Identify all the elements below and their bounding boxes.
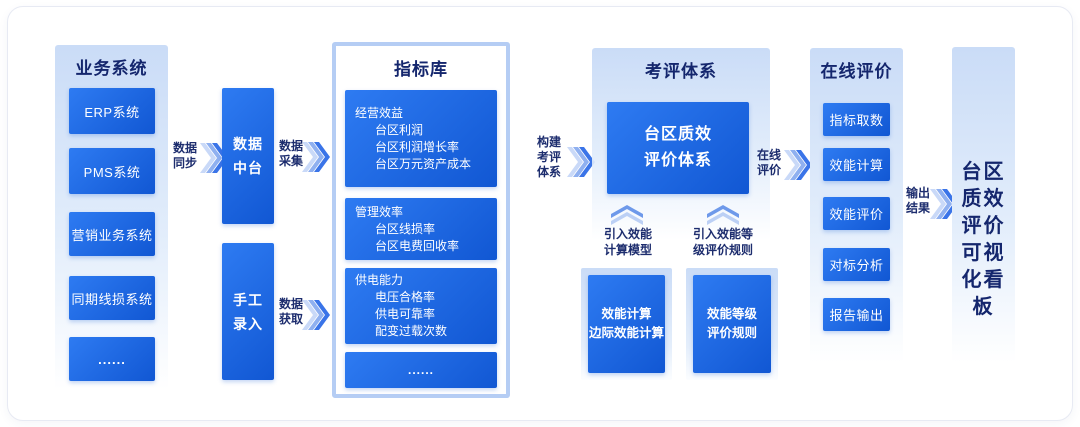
assessment-main-box: 台区质效 评价体系 xyxy=(607,102,749,194)
dashboard-title: 台区 质效 评价 可视 化看 板 xyxy=(961,161,1006,318)
online-item-report-output: 报告输出 xyxy=(823,298,890,331)
arrow-label-data-acquire: 数据 获取 xyxy=(278,297,303,326)
chevron-right-icon xyxy=(302,142,330,172)
arrow-label-build-assessment: 构建 考评 体系 xyxy=(536,135,561,179)
indicator-item: 台区万元资产成本 xyxy=(375,156,472,171)
online-item-efficiency-eval: 效能评价 xyxy=(823,197,890,230)
arrow-label-output-result: 输出 结果 xyxy=(905,186,930,215)
indicator-group-benefit: 经营效益 台区利润 台区利润增长率 台区万元资产成本 xyxy=(345,90,497,187)
online-evaluation-title: 在线评价 xyxy=(820,62,893,81)
business-item-line-loss: 同期线损系统 xyxy=(69,276,155,320)
indicator-group-title: 经营效益 xyxy=(355,105,404,120)
indicator-item: 台区利润 xyxy=(375,122,424,137)
ellipsis-label: ...... xyxy=(407,362,434,377)
business-item-erp: ERP系统 xyxy=(69,88,155,134)
indicator-item: 配变过载次数 xyxy=(375,324,448,338)
data-platform-box: 数据 中台 xyxy=(222,88,274,224)
panel-online-evaluation: 在线评价 指标取数 效能计算 效能评价 对标分析 报告输出 xyxy=(810,48,903,363)
arrow-label-data-sync: 数据 同步 xyxy=(172,141,197,170)
chevron-right-icon xyxy=(567,147,595,177)
online-item-indicator-fetch: 指标取数 xyxy=(823,103,890,136)
indicator-group-title: 供电能力 xyxy=(355,273,404,287)
indicator-group-title: 管理效率 xyxy=(355,204,404,219)
chevron-up-icon xyxy=(611,205,643,225)
indicator-item: 台区电费回收率 xyxy=(375,238,460,253)
arrow-label-online-evaluate: 在线 评价 xyxy=(756,148,781,177)
panel-dashboard: 台区 质效 评价 可视 化看 板 xyxy=(952,47,1015,363)
grade-rules-halo: 效能等级 评价规则 xyxy=(686,268,778,380)
indicator-library-title: 指标库 xyxy=(394,60,448,79)
panel-indicator-library: 指标库 经营效益 台区利润 台区利润增长率 台区万元资产成本 管理效率 台区线损… xyxy=(332,42,510,398)
indicator-item: 供电可靠率 xyxy=(375,307,436,321)
indicator-item: 台区利润增长率 xyxy=(375,139,460,154)
business-item-more: ...... xyxy=(69,337,155,381)
indicator-item: 电压合格率 xyxy=(375,290,436,304)
assessment-system-title: 考评体系 xyxy=(645,62,717,81)
business-systems-title: 业务系统 xyxy=(75,59,148,78)
indicator-item: 台区线损率 xyxy=(375,221,436,236)
note-grade-rules: 引入效能等 级评价规则 xyxy=(692,227,753,257)
chevron-right-icon xyxy=(784,150,812,180)
indicator-group-more: ...... xyxy=(345,352,497,388)
online-item-benchmark: 对标分析 xyxy=(823,248,890,281)
chevron-up-icon xyxy=(707,205,739,225)
indicator-group-supply: 供电能力 电压合格率 供电可靠率 配变过载次数 xyxy=(345,268,497,344)
efficiency-calc-box: 效能计算 边际效能计算 xyxy=(588,275,665,373)
chevron-right-icon xyxy=(302,300,330,330)
note-efficiency-model: 引入效能 计算模型 xyxy=(603,227,652,257)
manual-entry-box: 手工 录入 xyxy=(222,243,274,380)
arrow-label-data-collect: 数据 采集 xyxy=(278,139,303,168)
grade-rules-box: 效能等级 评价规则 xyxy=(693,275,771,373)
efficiency-calc-halo: 效能计算 边际效能计算 xyxy=(581,268,672,380)
business-item-pms: PMS系统 xyxy=(69,148,155,194)
indicator-group-efficiency: 管理效率 台区线损率 台区电费回收率 xyxy=(345,198,497,260)
business-item-marketing: 营销业务系统 xyxy=(69,212,155,256)
online-item-efficiency-calc: 效能计算 xyxy=(823,148,890,181)
